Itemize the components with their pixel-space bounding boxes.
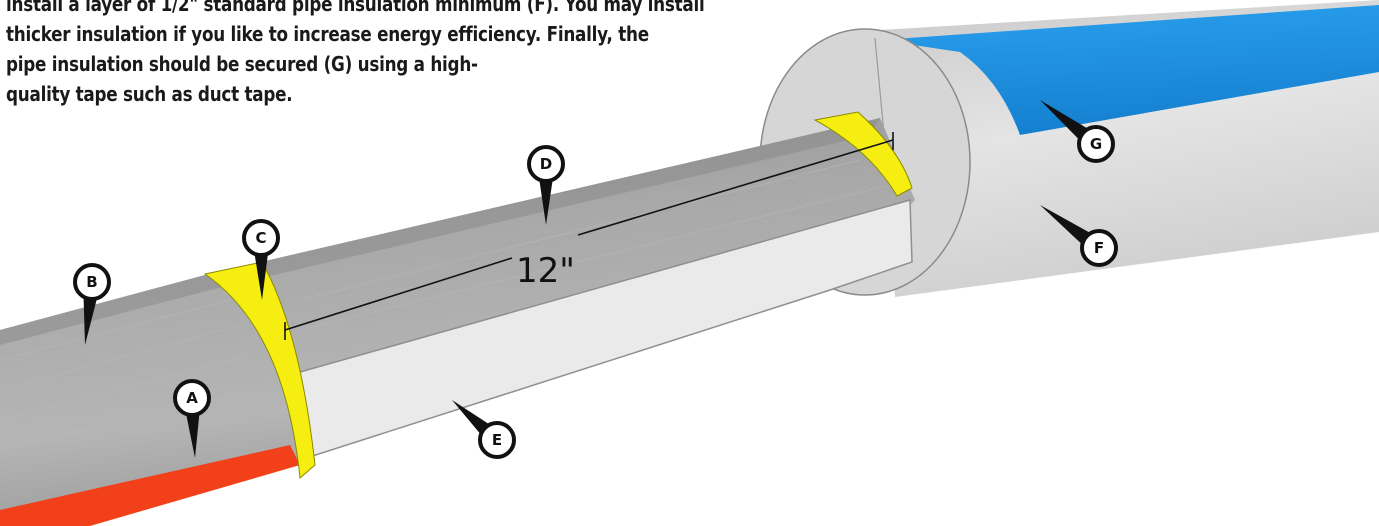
metal-pipe — [0, 118, 915, 526]
callout-badge — [1077, 125, 1115, 163]
red-heating-cable — [0, 445, 300, 526]
caption-line-1: install a layer of 1/2" standard pipe in… — [6, 0, 705, 16]
callout-letter: F — [1094, 239, 1104, 257]
dimension-label: 12" — [516, 251, 575, 291]
callout-e: E — [452, 400, 516, 459]
callout-letter: E — [492, 431, 502, 449]
dimension-line — [284, 132, 894, 340]
caption-line-2: thicker insulation if you like to increa… — [6, 22, 649, 46]
callout-letter: D — [540, 155, 552, 173]
callout-c: C — [242, 219, 280, 300]
callout-letter: A — [186, 389, 198, 407]
callout-letter: G — [1090, 135, 1102, 153]
pipe-insulation-sleeve — [759, 0, 1379, 297]
callout-d: D — [527, 145, 565, 225]
instruction-caption: install a layer of 1/2" standard pipe in… — [6, 0, 705, 109]
callout-g: G — [1040, 100, 1115, 163]
callout-badge — [173, 379, 211, 417]
caption-line-4: quality tape such as duct tape. — [6, 82, 293, 106]
callout-f: F — [1040, 205, 1118, 267]
callout-badge — [478, 421, 516, 459]
callout-b: B — [73, 263, 111, 345]
caption-line-3: pipe insulation should be secured (G) us… — [6, 52, 478, 76]
callout-badge — [73, 263, 111, 301]
tape-band-near — [203, 261, 316, 480]
callout-badge — [242, 219, 280, 257]
callout-badge — [527, 145, 565, 183]
duct-tape-wrap — [880, 5, 1379, 135]
callout-a: A — [173, 379, 211, 458]
callout-letter: C — [255, 229, 266, 247]
callout-letter: B — [86, 273, 97, 291]
callout-badge — [1080, 229, 1118, 267]
tape-band-far — [813, 111, 913, 197]
